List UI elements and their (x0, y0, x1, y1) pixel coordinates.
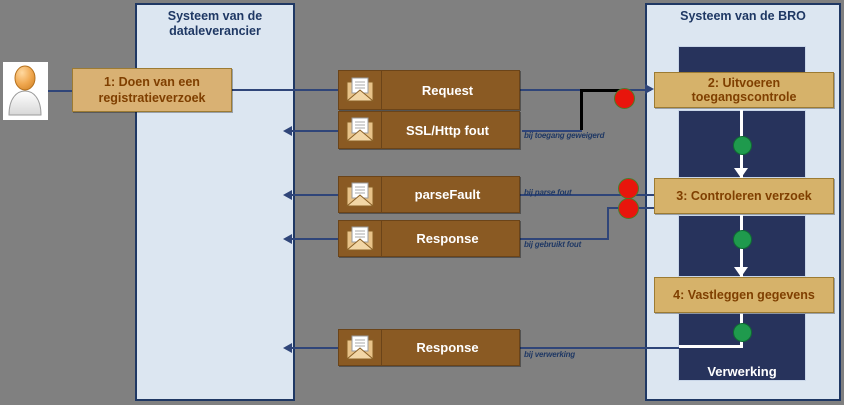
start-box-registratieverzoek[interactable]: 1: Doen van een registratieverzoek (72, 68, 232, 112)
message-box-ssl-fout[interactable]: SSL/Http fout (338, 111, 520, 149)
message-box-response-1-label: Response (416, 231, 479, 246)
connector-actor-to-start (40, 90, 72, 92)
message-box-parsefault[interactable]: parseFault (338, 176, 520, 213)
connector-response1-to-dot (607, 207, 625, 209)
envelope-icon-request-cell (339, 71, 382, 109)
task-box-2[interactable]: 2: Uitvoeren toegangscontrole (654, 72, 834, 108)
note-parse-fout: bij parse fout (524, 188, 572, 197)
flow-arrow-2 (734, 267, 748, 277)
navy-column-segment-1 (678, 46, 806, 76)
task-box-4[interactable]: 4: Vastleggen gegevens (654, 277, 834, 313)
error-marker-1 (614, 88, 635, 109)
start-box-line2: registratieverzoek (98, 91, 206, 105)
ok-marker-2 (733, 230, 752, 249)
message-box-response-2[interactable]: Response (338, 329, 520, 366)
process-label-verwerking: Verwerking (707, 364, 777, 379)
flow-arrow-1 (734, 168, 748, 178)
note-verwerking: bij verwerking (524, 350, 575, 359)
arrow-to-lane-response2 (283, 343, 292, 353)
envelope-icon (345, 182, 375, 206)
ok-marker-1 (733, 136, 752, 155)
note-toegang-geweigerd: bij toegang geweigerd (524, 131, 605, 140)
connector-parsefault-left (292, 194, 340, 196)
lane-bro-title-line1: Systeem van de BRO (680, 9, 806, 23)
start-box-text: 1: Doen van een registratieverzoek (98, 74, 205, 106)
actor-dataleverancier (3, 62, 48, 120)
connector-ssl-fout-left (292, 130, 340, 132)
lane-dataleverancier-title: Systeem van de dataleverancier (135, 9, 295, 39)
note-gebruikt-fout: bij gebruikt fout (524, 240, 582, 249)
message-box-ssl-fout-label: SSL/Http fout (405, 122, 490, 138)
connector-response2-left (292, 347, 340, 349)
lane-dataleverancier (135, 3, 295, 401)
message-box-request-label: Request (421, 82, 474, 98)
envelope-icon-response1-cell (339, 221, 382, 256)
flow-line-3-horizontal (679, 345, 741, 348)
ok-marker-3 (733, 323, 752, 342)
envelope-icon-parsefault-cell (339, 177, 382, 212)
envelope-icon (345, 335, 375, 359)
connector-into-task-3b (636, 207, 654, 209)
envelope-icon-ssl-cell (339, 112, 382, 148)
message-box-response-2-label: Response (416, 340, 479, 355)
connector-parsefault-out (519, 194, 623, 196)
envelope-icon (345, 77, 375, 102)
connector-start-to-request (232, 89, 340, 91)
message-box-parsefault-label: parseFault (414, 187, 481, 202)
arrow-into-task-2 (645, 84, 654, 94)
arrow-to-lane-response1 (283, 234, 292, 244)
envelope-icon (345, 117, 375, 142)
connector-response2-out (519, 347, 679, 349)
lane-title-line1: Systeem van de (167, 9, 263, 23)
connector-into-task-3 (636, 194, 654, 196)
error-marker-2 (618, 178, 639, 199)
lane-title-line2: dataleverancier (169, 24, 261, 38)
connector-response1-left (292, 238, 340, 240)
user-actor-icon (7, 65, 42, 116)
arrow-to-lane-parsefault (283, 190, 292, 200)
message-box-response-1[interactable]: Response (338, 220, 520, 257)
lane-bro-title: Systeem van de BRO (645, 9, 841, 24)
connector-ssl-fout-out (522, 130, 582, 132)
error-path-task2-horizontal (580, 89, 622, 92)
envelope-icon (345, 226, 375, 250)
envelope-icon-response2-cell (339, 330, 382, 365)
task-box-3[interactable]: 3: Controleren verzoek (654, 178, 834, 214)
start-box-line1: 1: Doen van een (104, 75, 200, 89)
message-box-request[interactable]: Request (338, 70, 520, 110)
error-marker-3 (618, 198, 639, 219)
connector-response1-vertical (607, 207, 609, 240)
connector-response1-out (519, 238, 609, 240)
error-path-task2-vertical (580, 92, 583, 130)
arrow-to-lane-ssl-fout (283, 126, 292, 136)
